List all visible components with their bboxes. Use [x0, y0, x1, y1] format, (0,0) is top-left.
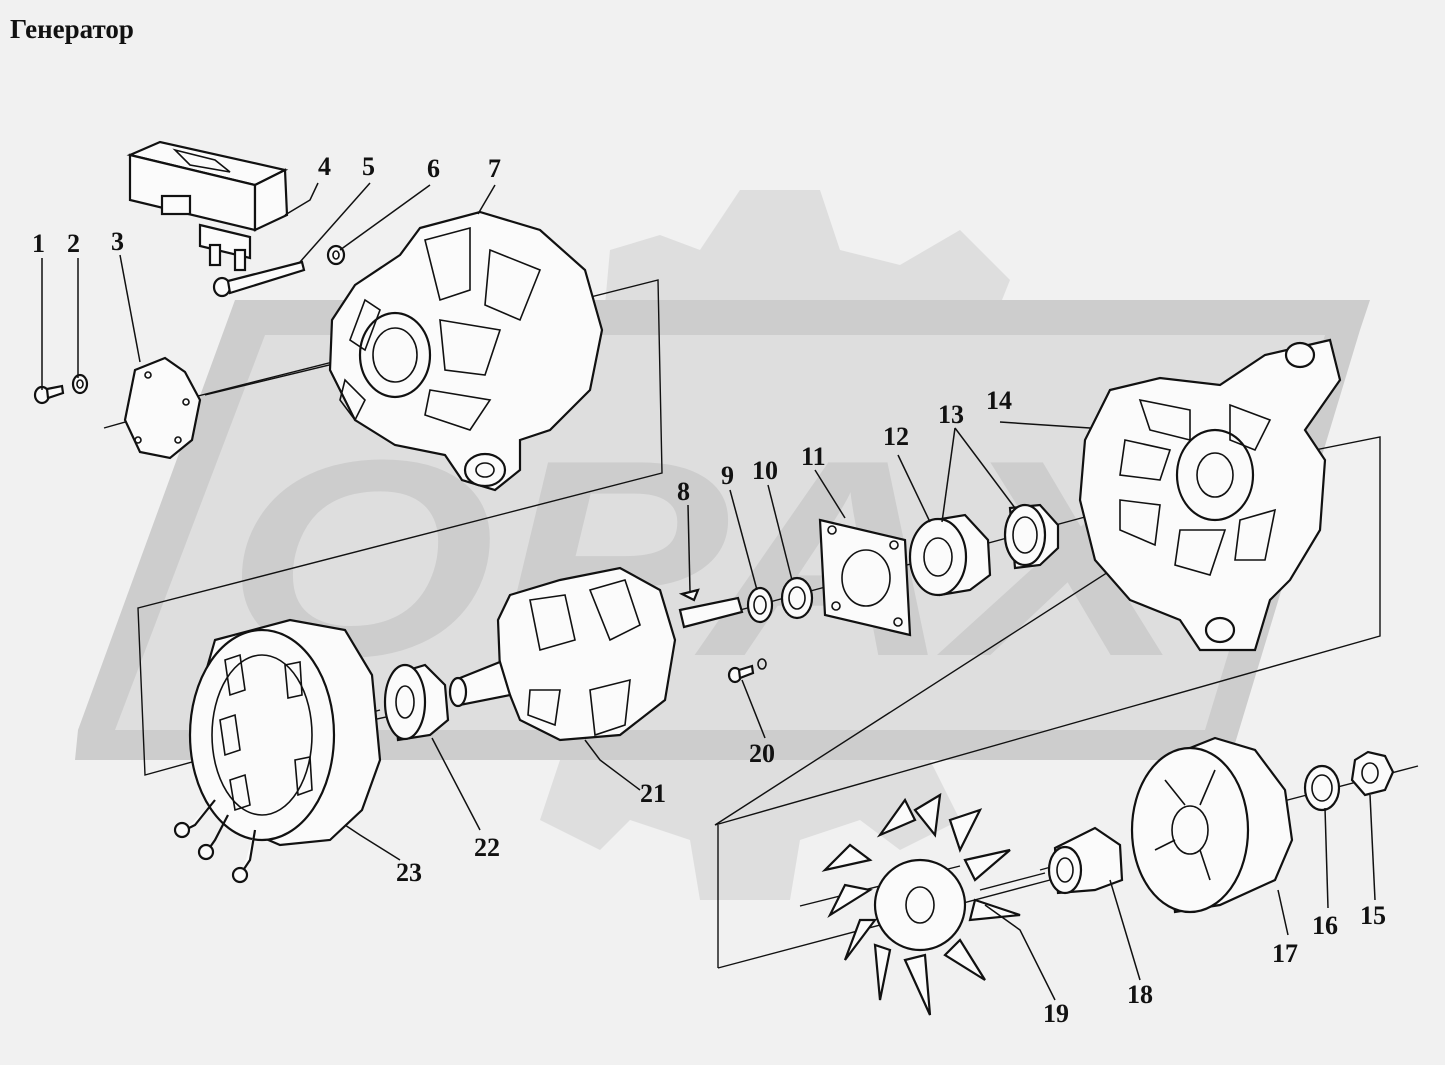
part-washer-10 — [780, 576, 814, 620]
callout-12: 12 — [883, 422, 909, 451]
part-front-housing-14 — [1078, 338, 1342, 652]
callout-13: 13 — [938, 400, 964, 429]
part-stator-23 — [173, 618, 382, 884]
callout-19: 19 — [1043, 999, 1069, 1028]
part-rear-cover-3 — [123, 356, 202, 460]
part-rear-housing-7 — [328, 210, 604, 492]
callout-1: 1 — [32, 229, 45, 258]
part-nut-15 — [1350, 750, 1395, 797]
leader-lines — [41, 182, 1376, 1001]
part-spring-washer-16 — [1303, 764, 1341, 812]
callout-18: 18 — [1127, 980, 1153, 1009]
callout-9: 9 — [721, 461, 734, 490]
part-pulley-17 — [1130, 736, 1294, 914]
callout-5: 5 — [362, 152, 375, 181]
part-spring-washer-9 — [746, 586, 774, 624]
part-key-8 — [678, 588, 700, 602]
callout-3: 3 — [111, 227, 124, 256]
part-screw-20 — [727, 658, 767, 684]
callout-21: 21 — [640, 779, 666, 808]
callout-23: 23 — [396, 858, 422, 887]
watermark-text: OPAX — [225, 403, 1203, 715]
part-rotor-21 — [448, 566, 744, 742]
callout-6: 6 — [427, 154, 440, 183]
part-bushing-18 — [1047, 826, 1124, 895]
callout-15: 15 — [1360, 901, 1386, 930]
callout-4: 4 — [318, 152, 331, 181]
callout-labels: 1 2 3 4 5 6 7 8 9 10 11 12 13 14 15 16 1… — [32, 152, 1386, 1028]
part-washer-2 — [71, 373, 89, 395]
callout-2: 2 — [67, 229, 80, 258]
callout-14: 14 — [986, 386, 1012, 415]
part-ring-13 — [1003, 503, 1060, 570]
callout-22: 22 — [474, 833, 500, 862]
callout-10: 10 — [752, 456, 778, 485]
callout-7: 7 — [488, 154, 501, 183]
part-nut-6 — [326, 244, 346, 266]
callout-20: 20 — [749, 739, 775, 768]
part-bolt-5 — [212, 260, 306, 298]
part-fan-19 — [821, 792, 1021, 1016]
part-bearing-22 — [383, 663, 450, 742]
part-bearing-12 — [908, 513, 992, 597]
part-bearing-plate-11 — [818, 518, 912, 637]
callout-17: 17 — [1272, 939, 1298, 968]
part-screw-1 — [33, 384, 65, 405]
callout-16: 16 — [1312, 911, 1338, 940]
part-regulator-4 — [126, 140, 289, 272]
callout-8: 8 — [677, 477, 690, 506]
page-title: Генератор — [10, 14, 134, 44]
callout-11: 11 — [801, 442, 826, 471]
